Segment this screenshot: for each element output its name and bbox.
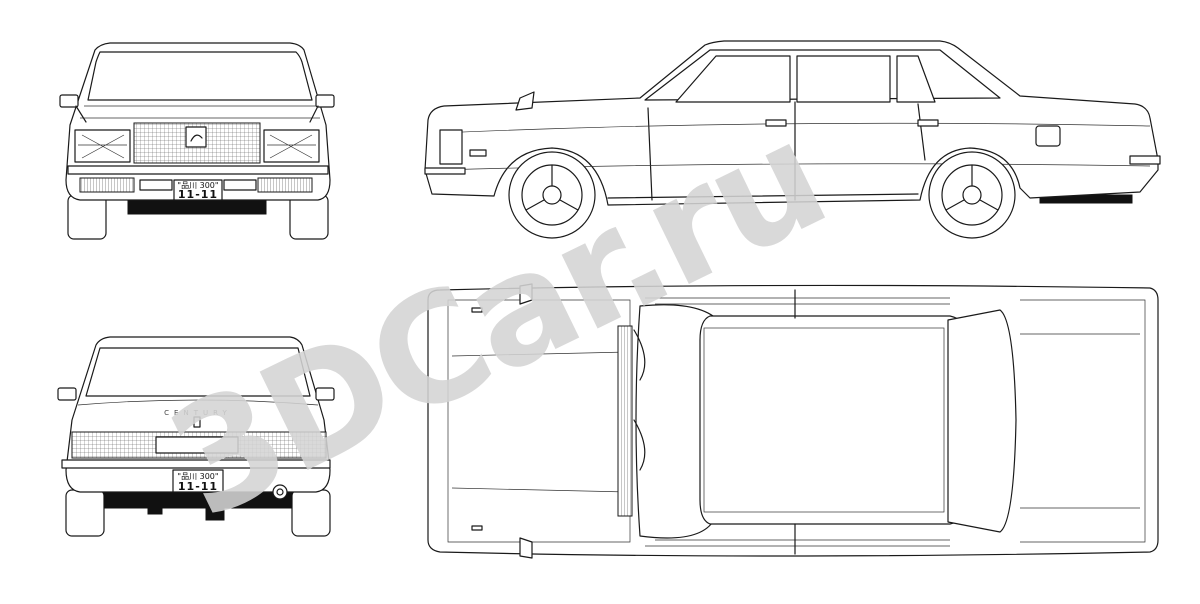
front-view: "品川 300" 11-11 xyxy=(59,42,335,240)
top-right-mirror xyxy=(519,537,533,559)
side-rear-bumper xyxy=(1129,155,1161,165)
rear-plate-top: "品川 300" xyxy=(177,472,218,481)
top-hood xyxy=(447,299,631,543)
rear-door-window xyxy=(796,55,891,103)
front-license-plate xyxy=(173,179,223,201)
quarter-window xyxy=(896,55,936,103)
rear-left-tyre xyxy=(65,489,105,537)
front-left-mirror xyxy=(59,94,79,108)
rear-right-mirror xyxy=(315,387,335,401)
front-right-tyre xyxy=(289,194,329,240)
front-left-tyre xyxy=(67,194,107,240)
side-fender-mirror xyxy=(515,91,535,111)
front-plate-top: "品川 300" xyxy=(177,181,218,190)
top-trunk xyxy=(1020,299,1146,543)
side-rear-wheel xyxy=(928,151,1016,239)
rear-plate-number: 11-11 xyxy=(178,480,218,493)
front-undercarriage xyxy=(127,199,267,215)
wipers xyxy=(633,329,646,471)
phoenix-emblem xyxy=(185,126,207,148)
rear-window xyxy=(85,347,311,397)
front-door-handle xyxy=(765,119,787,127)
top-rear-window xyxy=(947,309,1017,533)
rear-license-plate xyxy=(172,469,224,493)
front-right-mirror xyxy=(315,94,335,108)
top-windshield xyxy=(635,304,721,539)
rear-view: CENTURY "品川 300" 11-11 xyxy=(57,336,335,537)
top-left-mirror xyxy=(519,283,533,305)
front-left-vent xyxy=(79,177,135,193)
rear-door-handle xyxy=(917,119,939,127)
side-view xyxy=(424,40,1161,239)
side-marker xyxy=(469,149,487,157)
front-door-window xyxy=(675,55,791,103)
front-plate-number: 11-11 xyxy=(178,188,218,201)
rear-century-emblem: CENTURY xyxy=(164,409,232,417)
side-headlight xyxy=(439,129,463,165)
rear-bumper xyxy=(61,459,331,469)
top-view xyxy=(427,283,1159,559)
front-windshield xyxy=(87,51,313,101)
cowl-vent xyxy=(617,325,633,517)
side-front-bumper xyxy=(424,167,466,175)
side-front-wheel xyxy=(508,151,596,239)
fuel-door xyxy=(1035,125,1061,147)
front-bumper xyxy=(67,165,329,175)
exhaust-pipe xyxy=(272,484,288,500)
front-right-vent xyxy=(257,177,313,193)
rear-left-mirror xyxy=(57,387,77,401)
top-roof xyxy=(699,315,971,525)
rear-garnish xyxy=(155,436,239,454)
